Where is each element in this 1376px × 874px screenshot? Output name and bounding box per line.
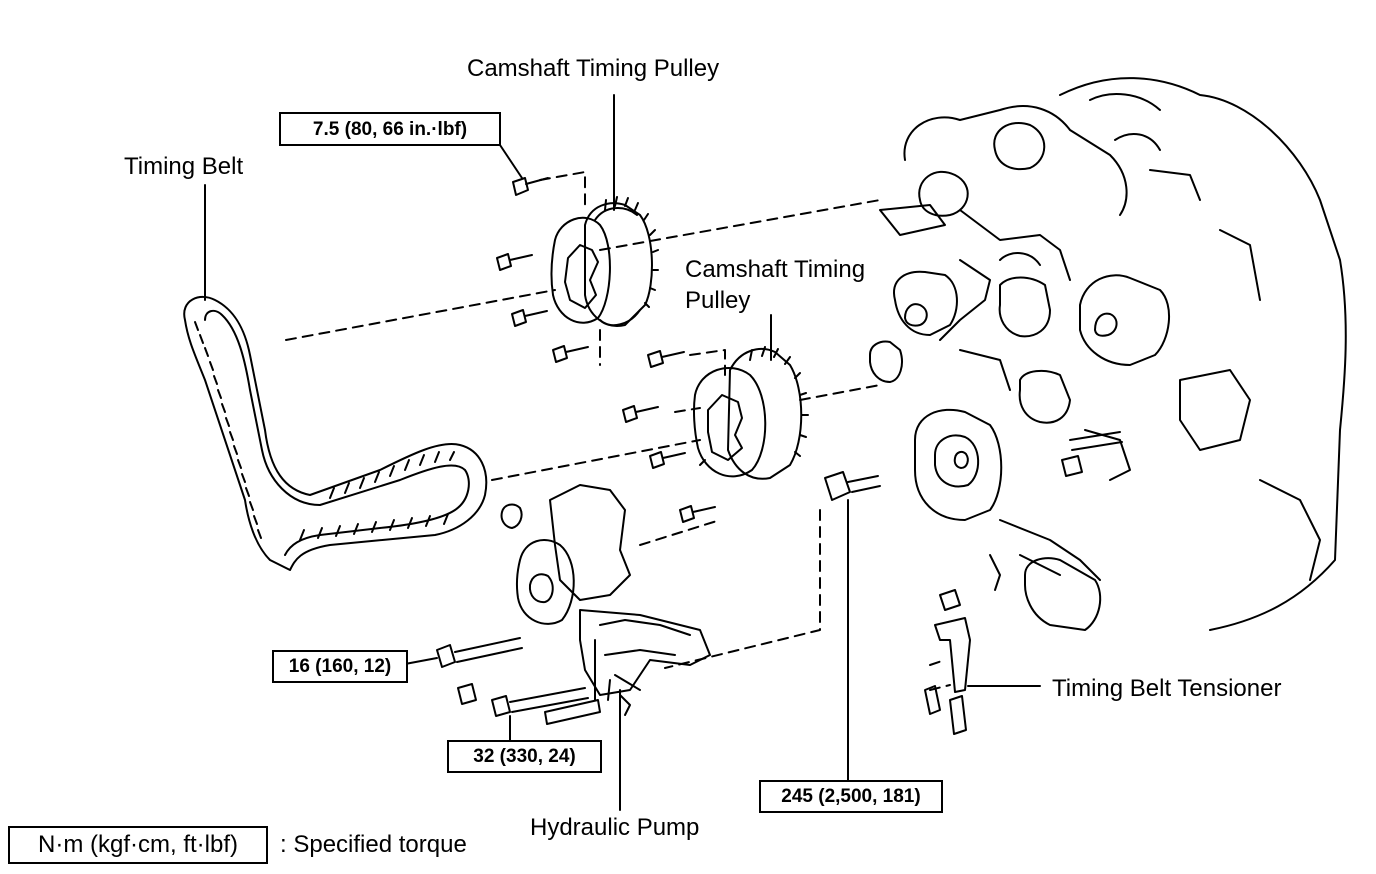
- camshaft-pulley-lower-label-line1: Camshaft Timing: [685, 256, 866, 283]
- camshaft-pulley-upper-drawing: [550, 196, 659, 327]
- torque-box-crankshaft-bolt: 245 (2,500, 181): [759, 780, 943, 813]
- bolts: [436, 177, 1123, 735]
- timing-belt-tensioner-label: Timing Belt Tensioner: [1052, 675, 1282, 702]
- hydraulic-pump-drawing: [515, 484, 711, 716]
- timing-belt-label: Timing Belt: [124, 153, 244, 180]
- timing-belt-drawing: [183, 295, 488, 571]
- torque-box-camshaft-bolt: 7.5 (80, 66 in.·lbf): [279, 112, 501, 146]
- hydraulic-pump-label: Hydraulic Pump: [530, 814, 700, 841]
- engine-block: [869, 77, 1347, 631]
- torque-box-pump-bracket-bolt: 32 (330, 24): [447, 740, 602, 773]
- assembly-lines: [285, 171, 951, 691]
- legend-unit-box: N·m (kgf·cm, ft·lbf): [8, 826, 268, 864]
- camshaft-pulley-lower-label-line2: Pulley: [685, 287, 751, 314]
- torque-box-pump-long-bolt: 16 (160, 12): [272, 650, 408, 683]
- legend-description: : Specified torque: [280, 831, 467, 858]
- camshaft-pulley-upper-label: Camshaft Timing Pulley: [467, 55, 720, 82]
- camshaft-pulley-lower-drawing: [693, 346, 809, 480]
